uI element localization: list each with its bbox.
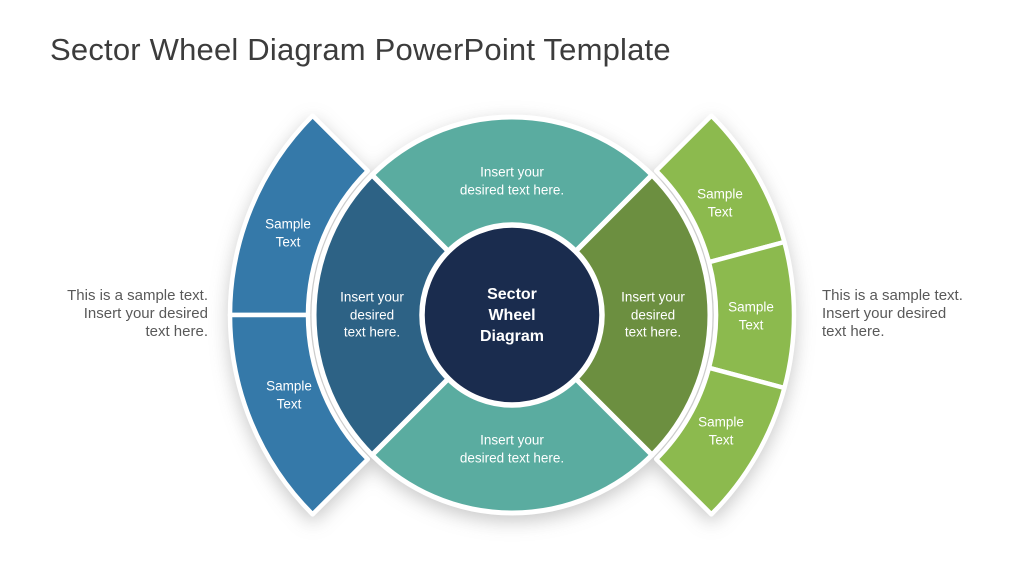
ring-sector-top: [369, 114, 655, 318]
outer-segments-right: [653, 113, 797, 517]
ring-sector-right: [509, 172, 713, 458]
note-left: This is a sample text. Insert your desir…: [67, 287, 208, 340]
note-right: This is a sample text. Insert your desir…: [822, 287, 963, 340]
ring-sector-bottom: [369, 312, 655, 516]
outer-segments-left: [227, 113, 371, 517]
outer-segment-right-middle: [706, 239, 797, 391]
ring-sectors: [311, 114, 713, 516]
outer-segment-left-bottom: [227, 312, 371, 517]
slide-title: Sector Wheel Diagram PowerPoint Template: [50, 32, 671, 67]
ring-sector-left: [311, 172, 515, 458]
outer-segment-right-bottom: [653, 365, 787, 517]
center-circle: [419, 222, 605, 408]
